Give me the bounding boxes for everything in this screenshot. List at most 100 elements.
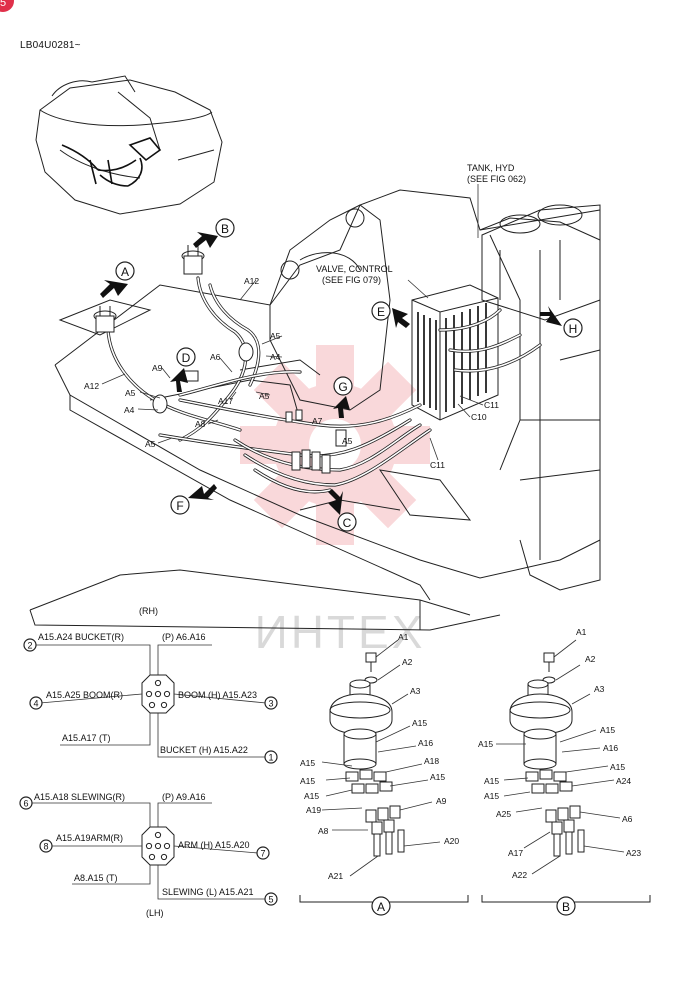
detail-a-label: A16 bbox=[418, 738, 433, 748]
view-marker-c: C bbox=[328, 489, 357, 532]
detail-b-label: A15 bbox=[478, 739, 493, 749]
detail-b-label: A16 bbox=[603, 743, 618, 753]
detail-b-label: A3 bbox=[594, 684, 605, 694]
rh-title: (RH) bbox=[139, 606, 158, 616]
part-label: A7 bbox=[312, 416, 323, 426]
lh-port-6-num: 6 bbox=[23, 799, 28, 809]
control-valve bbox=[411, 284, 499, 421]
view-marker-d: D bbox=[170, 347, 196, 392]
part-label: A5 bbox=[259, 391, 270, 401]
main-assembly-view: TANK, HYD (SEE FIG 062) VALVE, CONTROL (… bbox=[29, 163, 601, 631]
lh-port-slewing-l: SLEWING (L) A15.A21 bbox=[162, 887, 254, 897]
part-label: A12 bbox=[244, 276, 259, 286]
part-label: C10 bbox=[471, 412, 487, 422]
pilot-valve-left bbox=[93, 306, 117, 333]
lh-port-slewing-r: A15.A18 SLEWING(R) bbox=[34, 792, 125, 802]
part-label: A6 bbox=[210, 352, 221, 362]
svg-text:C: C bbox=[343, 516, 352, 530]
part-label: A17 bbox=[218, 396, 233, 406]
document-code: LB04U0281~ bbox=[20, 40, 81, 51]
view-marker-f: F bbox=[170, 484, 217, 515]
machine-inset bbox=[35, 75, 223, 215]
detail-a-label: A15 bbox=[412, 718, 427, 728]
svg-text:G: G bbox=[338, 380, 347, 394]
part-label: A5 bbox=[270, 331, 281, 341]
svg-text:E: E bbox=[377, 305, 385, 319]
rh-port-tank: A15.A17 (T) bbox=[62, 733, 111, 743]
detail-b-label: A17 bbox=[508, 848, 523, 858]
detail-b-label: A1 bbox=[576, 627, 587, 637]
part-label: C11 bbox=[430, 460, 445, 470]
detail-view-b: A1 A2 A3 A15 A15 A16 A15 A24 A15 A15 A25… bbox=[478, 627, 651, 916]
part-label: A5 bbox=[125, 388, 136, 398]
detail-b-label: A25 bbox=[496, 809, 511, 819]
detail-a-label: A1 bbox=[398, 632, 409, 642]
fitting-cluster bbox=[285, 409, 347, 474]
detail-b-caption: B bbox=[562, 900, 570, 914]
detail-a-label: A8 bbox=[318, 826, 329, 836]
lh-port-schematic: 6 A15.A18 SLEWING(R) (P) A9.A16 8 A15.A1… bbox=[19, 792, 278, 918]
detail-b-label: A2 bbox=[585, 654, 596, 664]
detail-b-label: A15 bbox=[610, 762, 625, 772]
rh-port-1-num: 1 bbox=[268, 753, 273, 763]
part-label: A8 bbox=[195, 419, 206, 429]
part-label: C11 bbox=[484, 400, 499, 410]
part-label: A12 bbox=[84, 381, 99, 391]
view-marker-e: E bbox=[371, 301, 410, 328]
lh-port-pilot: (P) A9.A16 bbox=[162, 792, 206, 802]
detail-a-label: A3 bbox=[410, 686, 421, 696]
svg-text:D: D bbox=[182, 351, 191, 365]
page-badge: 5 bbox=[0, 0, 14, 12]
page-badge-number: 5 bbox=[0, 0, 7, 9]
lh-port-tank: A8.A15 (T) bbox=[74, 873, 118, 883]
rh-port-bucket-r: A15.A24 BUCKET(R) bbox=[38, 632, 124, 642]
valve-callout-line1: VALVE, CONTROL bbox=[316, 264, 393, 274]
rh-port-bucket-h: BUCKET (H) A15.A22 bbox=[160, 745, 248, 755]
valve-callout-line2: (SEE FIG 079) bbox=[322, 275, 381, 285]
part-label: A5 bbox=[145, 439, 156, 449]
lh-title: (LH) bbox=[146, 908, 164, 918]
rh-port-boom-r: A15.A25 BOOM(R) bbox=[46, 690, 123, 700]
detail-a-label: A15 bbox=[300, 776, 315, 786]
rh-port-pilot: (P) A6.A16 bbox=[162, 632, 206, 642]
detail-a-label: A9 bbox=[436, 796, 447, 806]
part-label: A5 bbox=[342, 436, 353, 446]
detail-a-label: A19 bbox=[306, 805, 321, 815]
lh-port-8-num: 8 bbox=[43, 842, 48, 852]
part-label: A9 bbox=[152, 363, 163, 373]
view-marker-h: H bbox=[540, 306, 583, 338]
detail-b-label: A23 bbox=[626, 848, 641, 858]
lh-port-7-num: 7 bbox=[260, 849, 265, 859]
detail-b-label: A15 bbox=[484, 776, 499, 786]
part-label: A4 bbox=[124, 405, 135, 415]
tank-callout-line2: (SEE FIG 062) bbox=[467, 174, 526, 184]
detail-b-label: A15 bbox=[600, 725, 615, 735]
detail-b-label: A15 bbox=[484, 791, 499, 801]
rh-port-schematic: (RH) 2 A15.A24 BUCKET(R) (P) A6.A16 4 A1… bbox=[23, 606, 278, 764]
detail-a-caption: A bbox=[377, 900, 385, 914]
detail-b-label: A24 bbox=[616, 776, 631, 786]
detail-a-label: A15 bbox=[300, 758, 315, 768]
svg-text:F: F bbox=[176, 499, 183, 513]
svg-text:A: A bbox=[121, 265, 129, 279]
rh-port-boom-h: BOOM (H) A15.A23 bbox=[178, 690, 257, 700]
pilot-valve-right bbox=[181, 245, 205, 275]
lh-port-arm-r: A15.A19ARM(R) bbox=[56, 833, 123, 843]
detail-b-label: A6 bbox=[622, 814, 633, 824]
view-marker-b: B bbox=[193, 218, 235, 248]
detail-b-label: A22 bbox=[512, 870, 527, 880]
detail-a-label: A21 bbox=[328, 871, 343, 881]
svg-text:B: B bbox=[221, 222, 229, 236]
detail-a-label: A18 bbox=[424, 756, 439, 766]
detail-a-label: A15 bbox=[304, 791, 319, 801]
detail-a-label: A2 bbox=[402, 657, 413, 667]
lh-port-arm-h: ARM (H) A15.A20 bbox=[178, 840, 250, 850]
rh-port-2-num: 2 bbox=[27, 641, 32, 651]
svg-text:H: H bbox=[569, 322, 578, 336]
lh-port-5-num: 5 bbox=[268, 895, 273, 905]
view-marker-a: A bbox=[100, 261, 135, 298]
detail-view-a: A1 A2 A3 A15 A16 A15 A15 A18 A15 A15 A19… bbox=[299, 632, 469, 916]
view-marker-g: G bbox=[333, 376, 353, 418]
rh-port-4-num: 4 bbox=[33, 699, 38, 709]
